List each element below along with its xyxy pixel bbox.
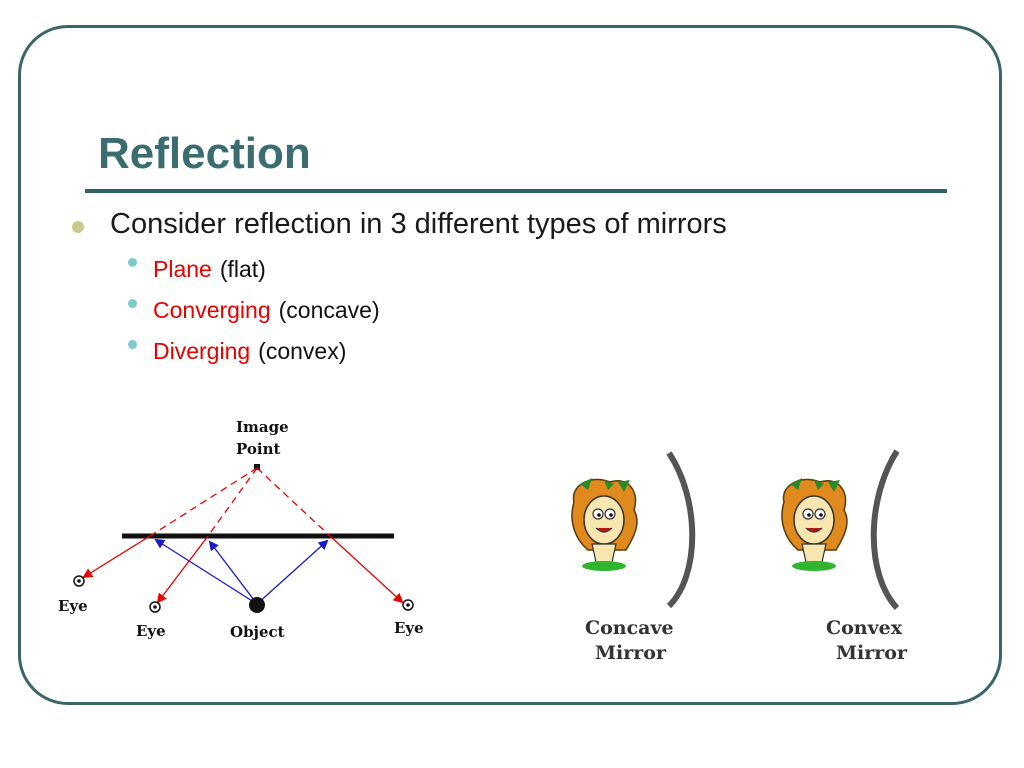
sub-bullet-dot-icon (128, 299, 137, 308)
sub-bullet-diverging: Diverging (convex) (128, 338, 346, 365)
eye-icon (402, 599, 414, 611)
convex-mirror-diagram: Convex Mirror (781, 449, 908, 664)
plane-mirror-diagram: Image Point Eye Eye Objec (58, 418, 424, 641)
concave-mirror-shape (666, 451, 696, 609)
concave-mirror-label: Concave (585, 617, 674, 639)
eye-icon (149, 601, 161, 613)
sub-bullet-dot-icon (128, 340, 137, 349)
sub-bullet-term: Converging (153, 297, 271, 323)
bullet-dot-icon (72, 220, 84, 233)
cartoon-figure-icon (571, 478, 638, 571)
object-marker (249, 597, 265, 613)
image-point-label: Image (236, 418, 289, 436)
incident-ray (154, 538, 258, 605)
sub-bullet-term: Diverging (153, 338, 251, 364)
reflected-ray (329, 535, 404, 604)
object-label: Object (230, 623, 285, 641)
image-point-marker (254, 464, 260, 470)
sub-bullet-note: (flat) (219, 256, 266, 282)
reflected-ray (156, 535, 209, 604)
sub-bullet-dot-icon (128, 258, 137, 267)
reflected-ray (82, 535, 151, 579)
sub-bullet-note: (convex) (258, 338, 347, 364)
virtual-ray (207, 467, 258, 537)
image-point-label: Point (236, 440, 280, 458)
convex-mirror-shape (870, 449, 900, 611)
virtual-ray (149, 467, 258, 537)
sub-bullet-note: (concave) (278, 297, 380, 323)
title-divider (85, 189, 947, 193)
cartoon-figure-icon (781, 478, 848, 571)
incident-ray (208, 540, 258, 605)
convex-mirror-label: Mirror (836, 642, 908, 664)
eye-label: Eye (58, 597, 88, 615)
slide-title: Reflection (98, 129, 311, 178)
virtual-ray (256, 467, 331, 537)
eye-label: Eye (136, 622, 166, 640)
concave-mirror-diagram: Concave Mirror (571, 451, 696, 664)
eye-icon (73, 575, 85, 587)
eye-label: Eye (394, 619, 424, 637)
main-bullet-text: Consider reflection in 3 different types… (110, 208, 727, 240)
slide-frame (18, 25, 1002, 705)
main-bullet: Consider reflection in 3 different types… (72, 208, 727, 241)
concave-mirror-label: Mirror (595, 642, 667, 664)
sub-bullet-plane: Plane (flat) (128, 256, 266, 283)
sub-bullet-term: Plane (153, 256, 212, 282)
incident-ray (256, 539, 329, 605)
convex-mirror-label: Convex (826, 617, 903, 639)
sub-bullet-converging: Converging (concave) (128, 297, 380, 324)
